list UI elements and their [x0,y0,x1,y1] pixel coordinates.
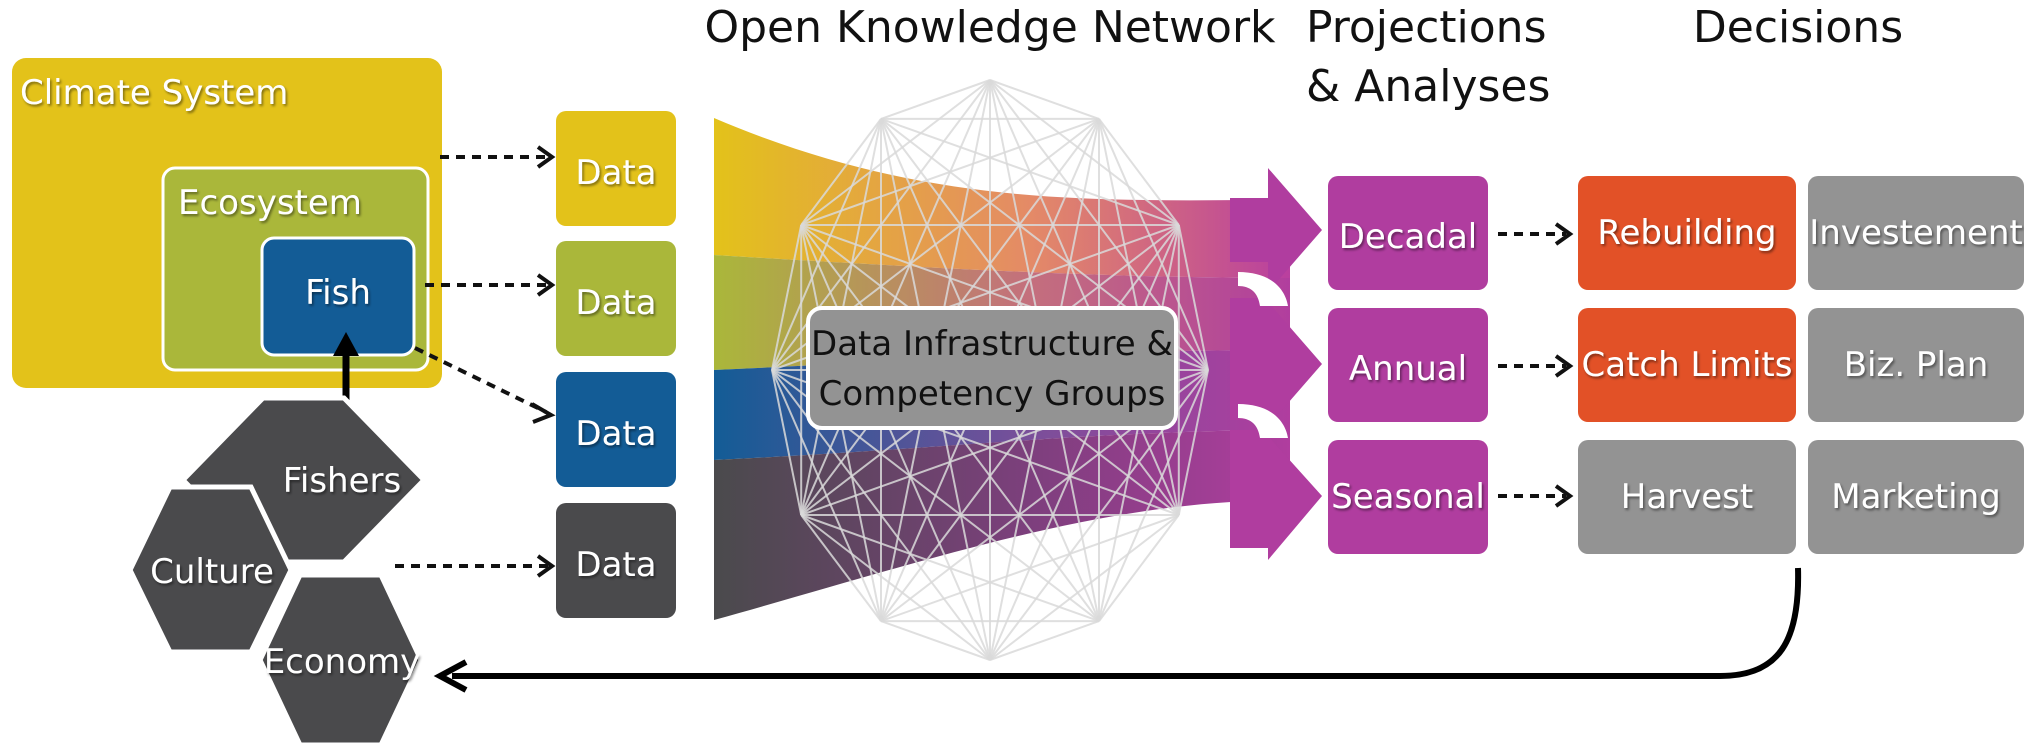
mesh-edge [771,224,803,371]
arrow-to-seasonal [1230,430,1322,560]
projection-decadal-box: Decadal [1328,176,1488,290]
climate-data-arrow [440,145,556,169]
projection-fan-arrows [1230,168,1322,560]
arrow-to-annual [1230,298,1322,426]
network-header: Open Knowledge Network [704,2,1276,53]
mesh-edge [1098,118,1180,226]
mesh-edge [1098,514,1180,622]
economy-hexagon: Economy [257,572,424,748]
mesh-edge [771,369,803,516]
fishers-label: Fishers [283,461,401,501]
decision-biz-plan-label: Biz. Plan [1844,345,1989,385]
decision-catch-limits-label: Catch Limits [1582,345,1793,385]
decision-rebuilding-label: Rebuilding [1597,213,1776,253]
data-label: Data [575,545,656,585]
projections-header-line2: & Analyses [1306,61,1550,112]
decision-investement-label: Investement [1809,213,2023,253]
fish-box: Fish [260,236,416,357]
data-box-ecosystem: Data [556,241,676,356]
swoosh-upper [1238,272,1288,306]
decisions-header: Decisions [1693,2,1903,53]
projections-header-line1: Projections [1306,2,1547,53]
arrow-to-decadal [1230,168,1322,292]
decision-catch-limits-box: Catch Limits [1578,308,1796,422]
mesh-edge [800,224,991,661]
projection-seasonal-box: Seasonal [1328,440,1488,554]
data-label: Data [575,283,656,323]
annual-decision-arrow [1498,354,1574,378]
mesh-edge [880,620,991,661]
decision-biz-plan-box: Biz. Plan [1808,308,2024,422]
ecosystem-data-arrow [414,346,556,424]
swoosh-lower [1238,404,1288,438]
mesh-edge [771,118,882,371]
mesh-edge [1177,224,1209,371]
mesh-edge [880,79,991,120]
projection-annual-label: Annual [1349,349,1467,389]
seasonal-decision-arrow [1498,484,1574,508]
projection-seasonal-label: Seasonal [1331,477,1485,517]
data-label: Data [575,414,656,454]
data-box-human: Data [556,503,676,618]
infrastructure-box: Data Infrastructure & Competency Groups [806,306,1178,430]
fish-label: Fish [305,273,371,313]
ecosystem-label: Ecosystem [178,183,362,223]
mesh-edge [800,514,882,622]
data-box-fish: Data [556,372,676,487]
decision-harvest-label: Harvest [1621,477,1753,517]
culture-hexagon: Culture [127,484,294,655]
fish-data-arrow [425,273,556,297]
decision-investement-box: Investement [1808,176,2024,290]
mesh-edge [800,118,882,226]
economy-label: Economy [264,642,421,682]
infrastructure-label-line2: Competency Groups [819,374,1166,414]
mesh-edge [771,369,882,622]
projection-annual-box: Annual [1328,308,1488,422]
mesh-edge [800,514,991,661]
climate-system-label: Climate System [20,73,288,113]
decision-marketing-box: Marketing [1808,440,2024,554]
data-label: Data [575,153,656,193]
culture-label: Culture [150,552,274,592]
human-data-arrow [395,554,556,578]
projection-decadal-label: Decadal [1339,217,1478,257]
infrastructure-label-line1: Data Infrastructure & [811,324,1173,364]
mesh-edge [989,79,1100,120]
stream-human [714,430,1290,620]
feedback-arrow [433,567,1802,693]
mesh-edge [989,620,1100,661]
data-box-climate: Data [556,111,676,226]
decadal-decision-arrow [1498,222,1574,246]
decision-harvest-box: Harvest [1578,440,1796,554]
decision-rebuilding-box: Rebuilding [1578,176,1796,290]
decision-marketing-label: Marketing [1831,477,2000,517]
mesh-edge [1177,369,1209,516]
mesh-edge [880,117,1180,226]
